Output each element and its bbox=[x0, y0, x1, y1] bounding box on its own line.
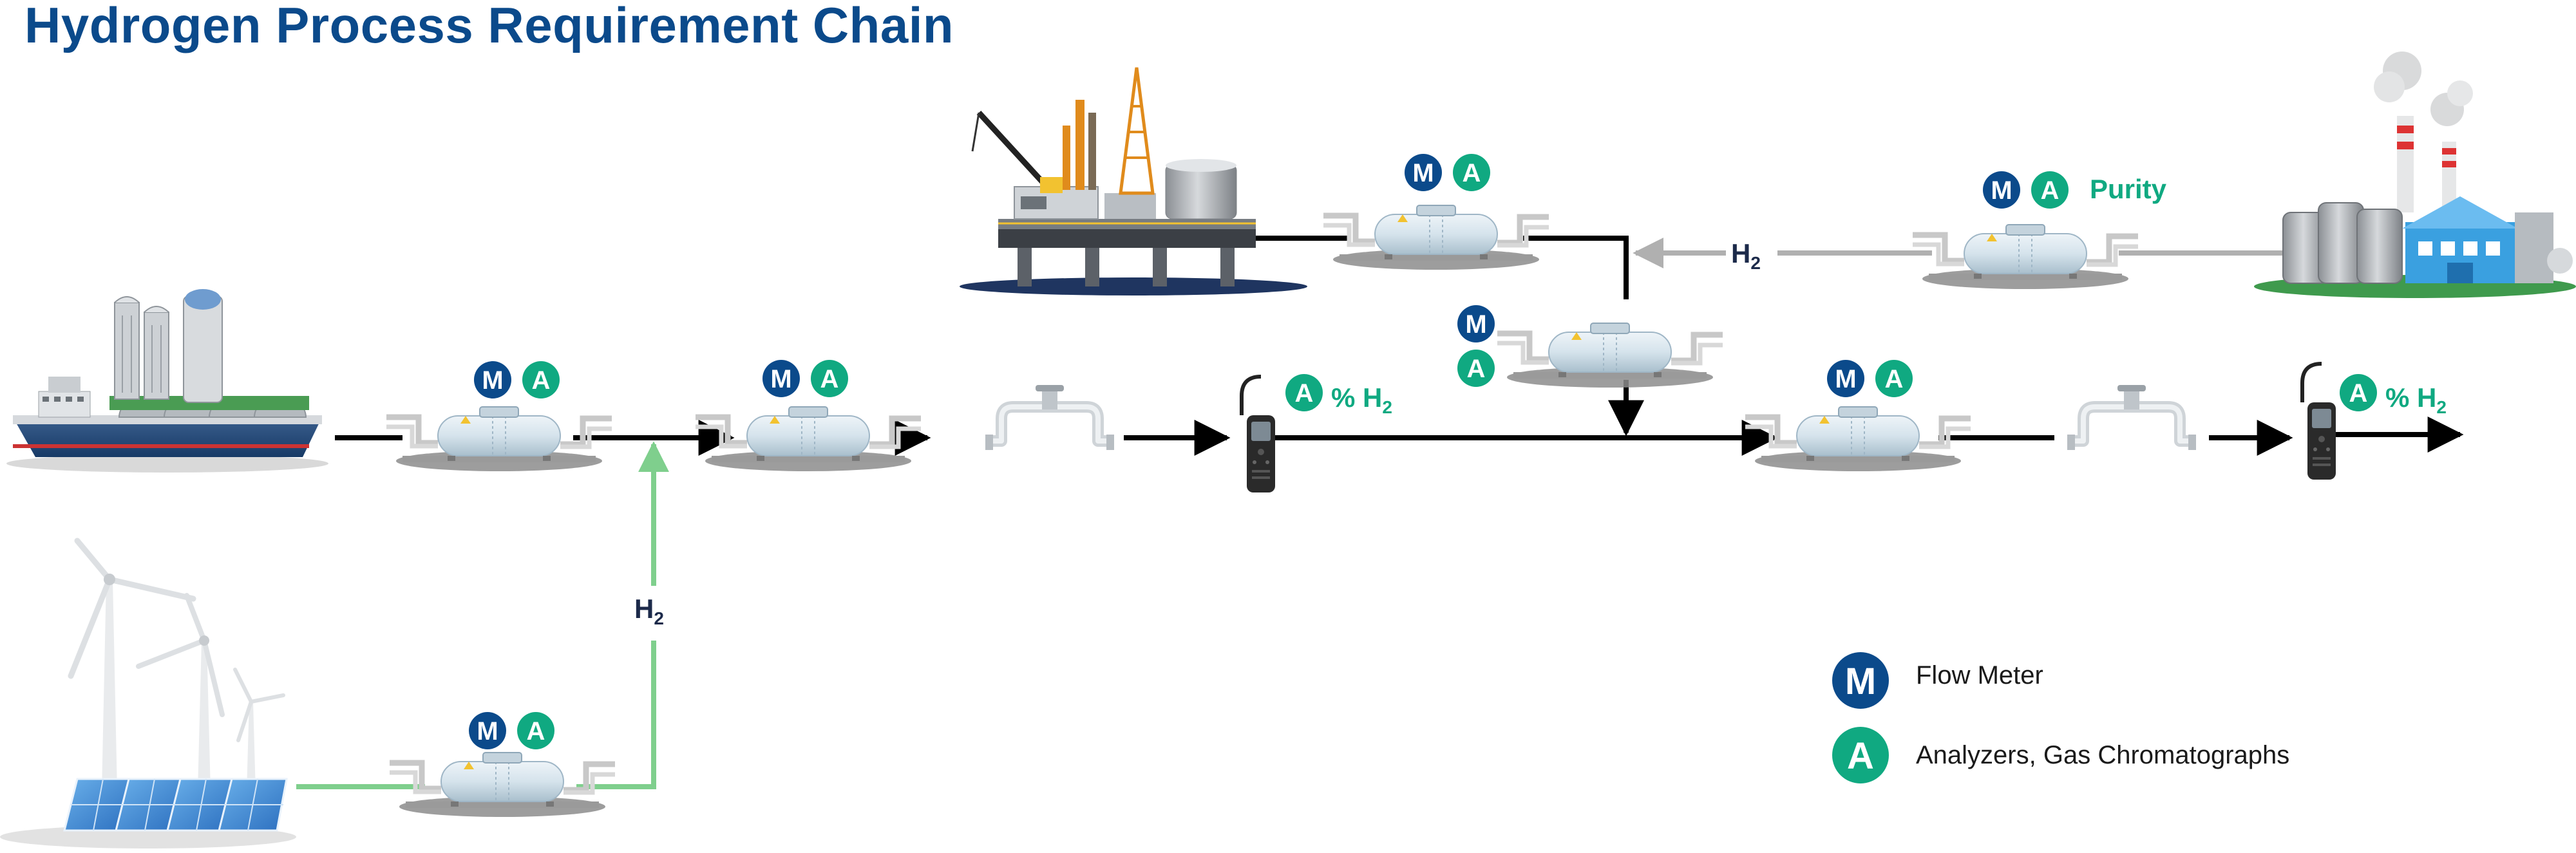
meter-badge: M bbox=[1983, 171, 2020, 209]
legend-analyzer-badge: A bbox=[1832, 727, 1889, 783]
meter-badge: M bbox=[1405, 154, 1442, 191]
handheld-analyzer-icon-1 bbox=[1242, 377, 1275, 492]
wind-solar-farm-icon bbox=[0, 538, 296, 848]
svg-text:M: M bbox=[482, 366, 503, 395]
analyzer-badge: A bbox=[811, 360, 848, 397]
analyzer-badge: A bbox=[1457, 350, 1495, 387]
meter-badge: M bbox=[1827, 360, 1864, 397]
svg-text:M: M bbox=[1991, 176, 2012, 205]
metering-skid-refinery bbox=[1913, 225, 2138, 289]
meter-badge: M bbox=[469, 712, 506, 749]
meter-badge: M bbox=[474, 361, 511, 398]
svg-text:M: M bbox=[1845, 661, 1876, 702]
refinery-icon bbox=[2254, 52, 2576, 298]
pipe-valve-icon-2 bbox=[2067, 385, 2196, 450]
flow-line-skid-top-to-junction bbox=[1523, 236, 1629, 299]
percent-h2-label: % H2 bbox=[1331, 382, 1392, 417]
svg-text:A: A bbox=[1295, 379, 1314, 408]
legend-meter-badge: M bbox=[1832, 652, 1889, 709]
legend-analyzers: Analyzers, Gas Chromatographs bbox=[1916, 741, 2289, 769]
analyzer-badge: A bbox=[517, 712, 554, 749]
lng-ship-icon bbox=[6, 289, 328, 473]
handheld-analyzer-icon-2 bbox=[2302, 364, 2336, 480]
purity-label: Purity bbox=[2090, 174, 2167, 204]
svg-text:M: M bbox=[1412, 159, 1434, 187]
analyzer-badge: A bbox=[2340, 374, 2377, 411]
legend: M Flow Meter A Analyzers, Gas Chromatogr… bbox=[1832, 652, 2289, 783]
metering-skid-2 bbox=[696, 407, 921, 471]
analyzer-badge: A bbox=[522, 361, 560, 398]
svg-text:M: M bbox=[770, 365, 791, 393]
svg-text:A: A bbox=[1847, 735, 1874, 777]
analyzer-badge: A bbox=[1453, 154, 1490, 191]
svg-text:A: A bbox=[527, 717, 545, 745]
page-title: Hydrogen Process Requirement Chain bbox=[24, 0, 954, 53]
svg-text:A: A bbox=[1463, 159, 1481, 187]
svg-text:A: A bbox=[532, 366, 551, 395]
metering-skid-top bbox=[1323, 205, 1549, 270]
analyzer-badge: A bbox=[2031, 171, 2069, 209]
metering-skid-junction bbox=[1497, 323, 1723, 388]
svg-text:M: M bbox=[477, 717, 498, 745]
offshore-platform-icon bbox=[960, 67, 1307, 295]
legend-flow-meter: Flow Meter bbox=[1916, 661, 2043, 689]
flow-line-renewable-up bbox=[576, 641, 656, 789]
percent-h2-label: % H2 bbox=[2385, 382, 2447, 417]
pipe-valve-icon-1 bbox=[985, 385, 1114, 450]
svg-text:M: M bbox=[1835, 365, 1856, 393]
meter-badge: M bbox=[1457, 305, 1495, 342]
analyzer-badge: A bbox=[1875, 360, 1913, 397]
svg-text:M: M bbox=[1465, 310, 1486, 339]
svg-text:A: A bbox=[1467, 355, 1486, 383]
meter-badge: M bbox=[762, 360, 800, 397]
svg-text:A: A bbox=[820, 365, 839, 393]
h2-label-renewable: H2 bbox=[634, 594, 664, 628]
h2-label-refinery: H2 bbox=[1731, 238, 1761, 273]
svg-text:A: A bbox=[1885, 365, 1904, 393]
svg-text:A: A bbox=[2349, 379, 2368, 408]
analyzer-badge: A bbox=[1285, 374, 1323, 411]
metering-skid-right bbox=[1745, 407, 1971, 471]
svg-text:A: A bbox=[2041, 176, 2060, 205]
